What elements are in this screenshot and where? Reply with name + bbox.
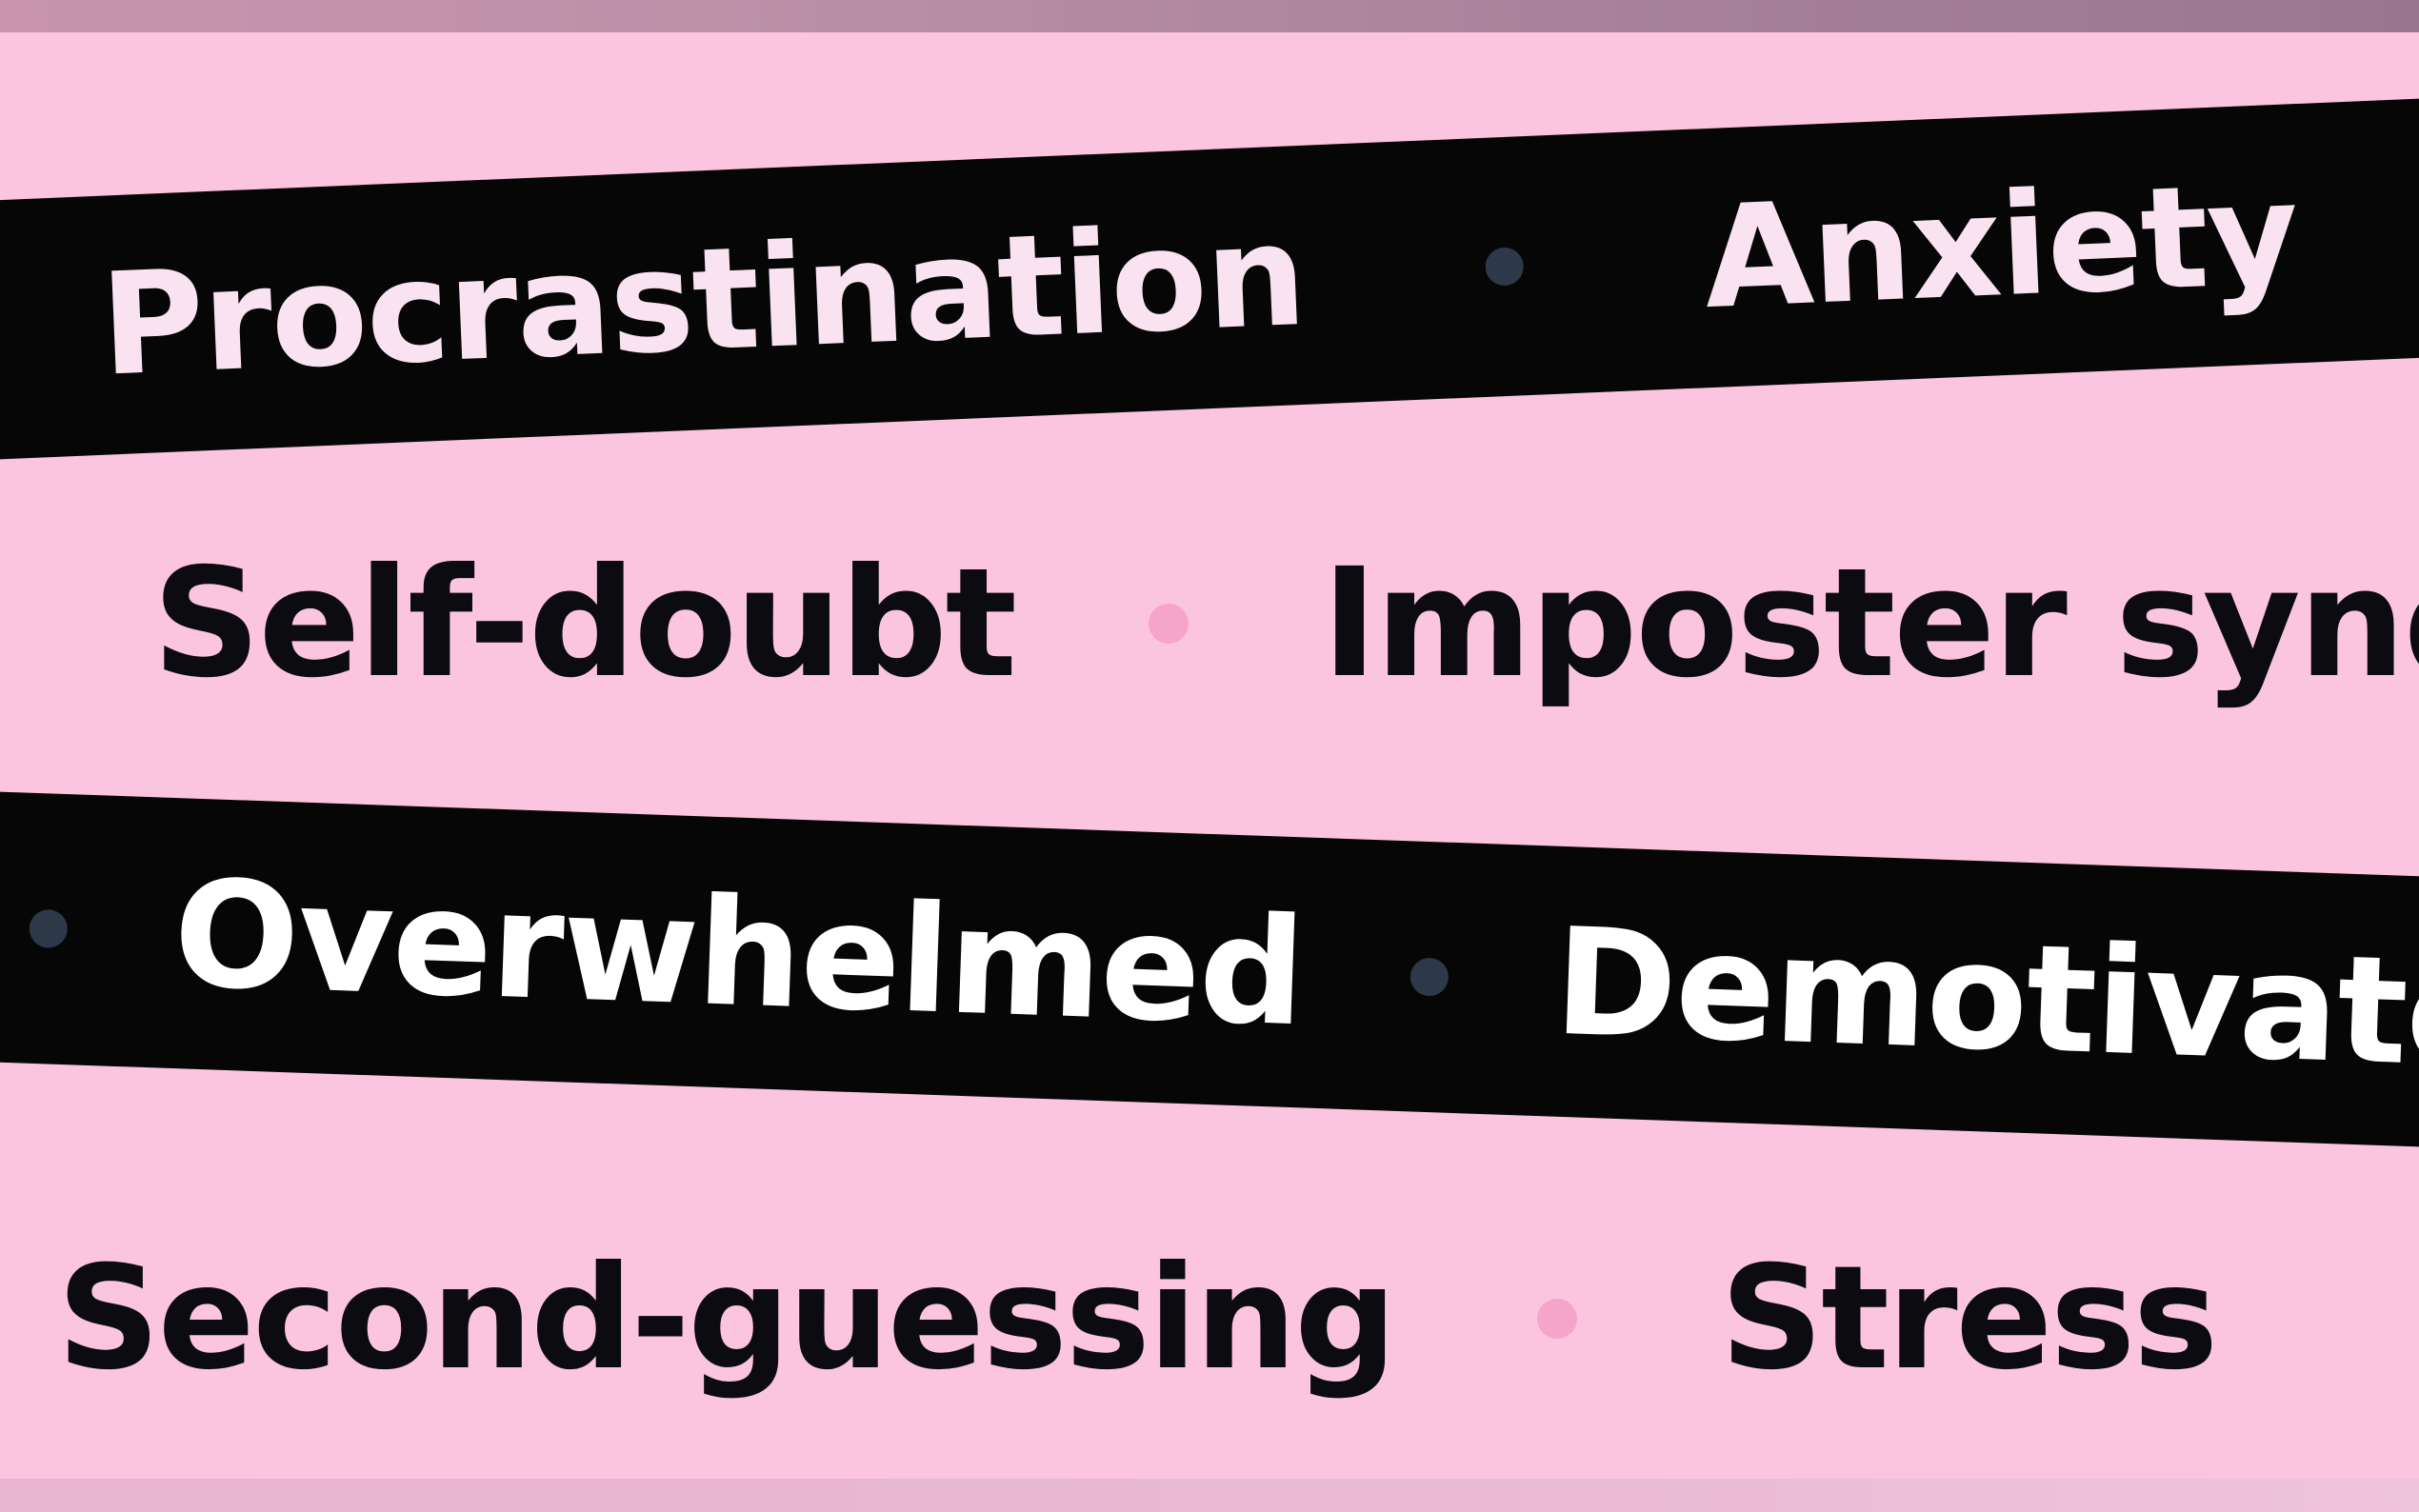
word-second-guessing: Second-guessing: [57, 1236, 1397, 1402]
word-overwhelmed: Overwhelmed: [170, 846, 1307, 1059]
bottom-border-bar: [0, 1479, 2419, 1512]
leading-dot-icon: [29, 908, 69, 949]
word-demotivated: Demotivated: [1551, 895, 2419, 1104]
word-imposter-syndrome: Imposter syndrome: [1321, 536, 2419, 711]
word-procrastination: Procrastination: [97, 192, 1309, 408]
separator-dot-icon: [1484, 247, 1525, 287]
word-anxiety: Anxiety: [1700, 151, 2301, 341]
black-band-1: Procrastination Anxiety: [0, 94, 2419, 464]
separator-dot-icon: [1409, 957, 1449, 997]
word-self-doubt: Self-doubt: [152, 536, 1017, 711]
black-band-2: Overwhelmed Demotivated: [0, 788, 2419, 1150]
band-1-row: Procrastination Anxiety: [0, 95, 2419, 464]
separator-dot-icon: [1537, 1299, 1578, 1339]
pink-row-2: Second-guessing Stress: [0, 1233, 2419, 1404]
band-2-row: Overwhelmed Demotivated: [0, 788, 2419, 1149]
top-border-bar: [0, 0, 2419, 32]
word-stress: Stress: [1720, 1236, 2218, 1402]
separator-dot-icon: [1148, 604, 1189, 644]
pink-row-1: Self-doubt Imposter syndrome: [0, 536, 2419, 711]
